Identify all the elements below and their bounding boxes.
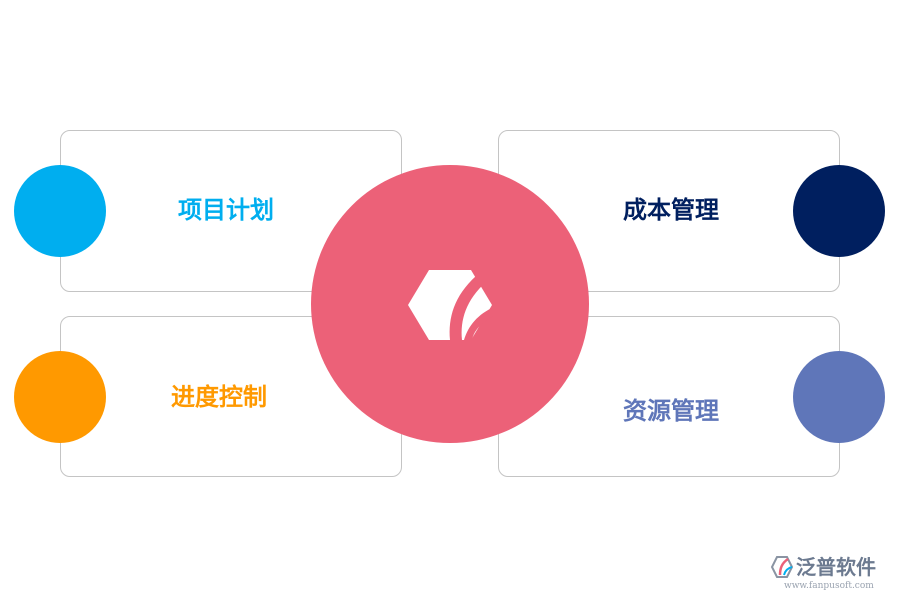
brand-name: 泛普软件 — [796, 555, 876, 579]
project-plan-label: 项目计划 — [178, 196, 274, 224]
brand-logo-icon — [770, 556, 794, 578]
brand-hexagon-icon — [408, 270, 494, 340]
brand-url: www.fanpusoft.com — [784, 581, 874, 591]
resource-management-label: 资源管理 — [623, 397, 719, 425]
brand-watermark: 泛普软件 www.fanpusoft.com — [770, 553, 895, 593]
cost-management-label: 成本管理 — [623, 196, 719, 224]
cost-management-dot — [793, 165, 885, 257]
resource-management-dot — [793, 351, 885, 443]
project-plan-dot — [14, 165, 106, 257]
progress-control-label: 进度控制 — [171, 383, 267, 411]
progress-control-dot — [14, 351, 106, 443]
